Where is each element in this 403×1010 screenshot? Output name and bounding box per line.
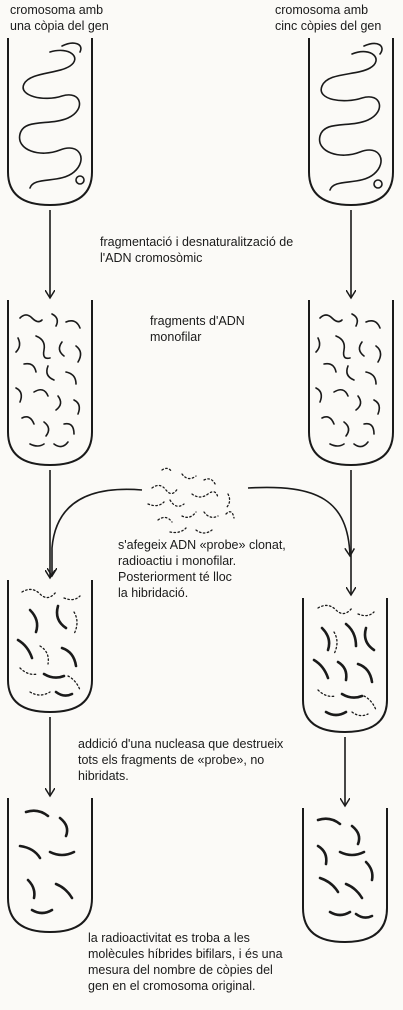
left-chromosome-dna bbox=[20, 50, 81, 188]
left-final-tube bbox=[8, 798, 92, 932]
left-hybridization-tube bbox=[8, 580, 92, 712]
right-chromosome-tube bbox=[309, 38, 393, 205]
probe-arrow-left bbox=[52, 489, 142, 576]
probe-dna-cloud bbox=[148, 468, 234, 533]
right-fragments-tube bbox=[309, 300, 393, 465]
probe-arrow-right bbox=[248, 487, 350, 556]
right-hybridization-tube bbox=[303, 598, 387, 732]
left-fragments-tube bbox=[8, 300, 92, 465]
right-final-tube bbox=[303, 808, 387, 942]
right-chromosome-dna bbox=[320, 52, 381, 190]
left-chromosome-tube bbox=[8, 38, 92, 205]
